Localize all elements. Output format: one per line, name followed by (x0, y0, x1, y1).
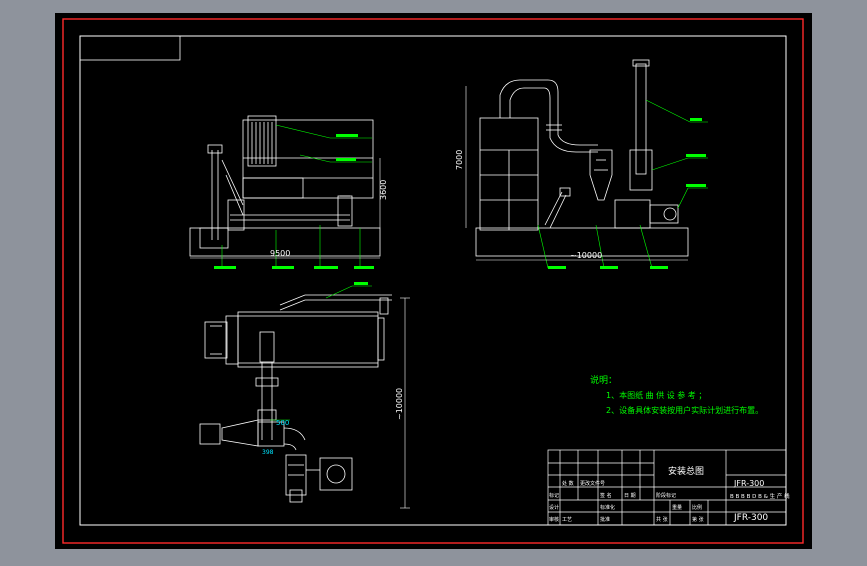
notes-block: 说明： 1、本图纸 曲 供 设 参 考 ； 2、设备具体安装按用户实际计划进行布… (590, 374, 763, 415)
svg-text:阶段标记: 阶段标记 (656, 492, 676, 499)
dim-plan-small: 398 (262, 449, 274, 456)
front-base (189, 227, 381, 257)
dim-front-length: 9500 (270, 249, 290, 258)
dim-plan-dia: 500 (276, 419, 289, 427)
title-cells: 标记 处 数 更改文件号 签 名 日 期 设计 标准化 审核 工艺 批准 阶段标… (549, 480, 704, 523)
dryer-body (242, 119, 374, 199)
chimney (635, 63, 647, 175)
dim-side-height: 7000 (455, 150, 464, 170)
notes-line-2: 2、设备具体安装按用户实际计划进行布置。 (606, 405, 763, 415)
sheet-outer-border (62, 18, 804, 544)
side-leader-labels (548, 118, 706, 269)
title-model-bottom: JFR-300 (733, 513, 768, 523)
svg-text:批准: 批准 (600, 516, 610, 523)
dim-side-length: ~10000 (570, 251, 602, 260)
dim-plan-length: ~10000 (395, 388, 404, 420)
cyclone (589, 149, 613, 201)
dim-front-height: 3600 (379, 180, 388, 200)
model-space (55, 13, 812, 549)
svg-text:设计: 设计 (549, 504, 559, 511)
plan-dimensions (400, 297, 410, 509)
svg-text:签 名: 签 名 (600, 492, 612, 499)
title-model-sub: B B B B D B & 生 产 线 (730, 492, 790, 500)
front-leader-labels (214, 134, 374, 269)
svg-text:审核: 审核 (549, 516, 559, 523)
plan-leaders (270, 285, 372, 421)
side-view (475, 59, 689, 257)
svg-text:处 数: 处 数 (562, 480, 574, 487)
feed-hopper (247, 115, 277, 167)
svg-text:更改文件号: 更改文件号 (580, 480, 605, 487)
title-model-top: JFR-300 (733, 479, 764, 488)
notes-title: 说明： (590, 374, 617, 386)
plan-view (199, 294, 392, 503)
svg-text:标记: 标记 (549, 492, 559, 499)
plan-leader-labels (354, 282, 368, 285)
svg-text:标准化: 标准化 (600, 504, 615, 511)
svg-text:比例: 比例 (692, 504, 702, 511)
front-view (189, 115, 381, 257)
front-dimensions (190, 158, 381, 259)
svg-text:工艺: 工艺 (562, 517, 572, 523)
side-base (475, 227, 689, 257)
svg-text:第 张: 第 张 (692, 516, 704, 523)
svg-text:共 张: 共 张 (656, 516, 668, 523)
notes-line-1: 1、本图纸 曲 供 设 参 考 ； (606, 390, 706, 400)
drawing-frame (79, 35, 787, 526)
side-dimensions (465, 86, 688, 261)
front-leaders (221, 124, 372, 268)
title-drawing-name: 安装总图 (668, 465, 704, 477)
fan-plan (285, 454, 307, 496)
burner-plan (204, 321, 228, 359)
svg-text:日 期: 日 期 (624, 493, 636, 499)
corner-stamp-box (79, 35, 181, 61)
chimney-plan (319, 457, 353, 491)
side-leaders (537, 99, 708, 269)
title-block (547, 449, 787, 526)
svg-text:重量: 重量 (672, 504, 682, 511)
